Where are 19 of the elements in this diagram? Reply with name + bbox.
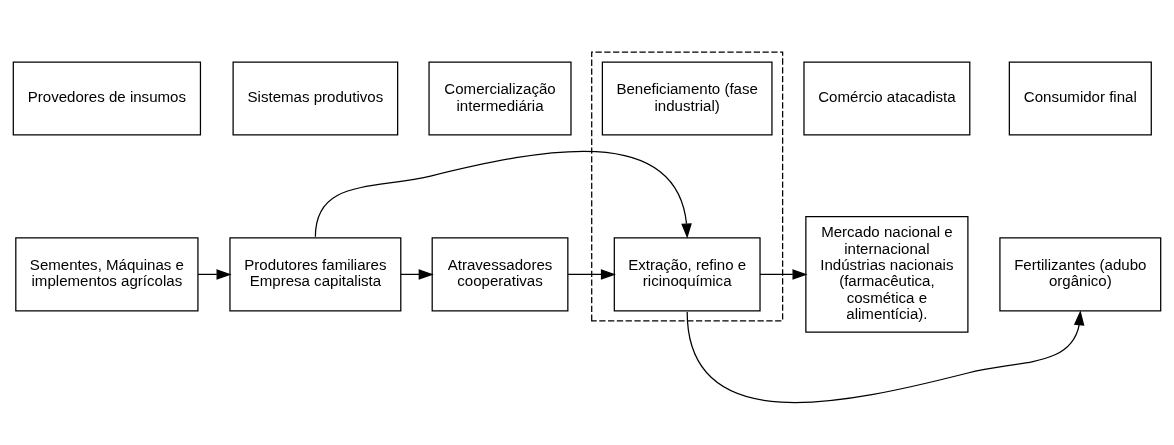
node-box: Produtores familiares Empresa capitalista [229,237,402,312]
node-box: Comércio atacadista [803,61,971,136]
arrow [197,269,232,280]
arrow [567,269,616,280]
arrow [314,150,692,239]
node-box: Atravessadores cooperativas [431,237,569,312]
node-box: Mercado nacional e internacional Indústrias nacionais (farmacêutica, cosmética e alimentícia). [805,216,969,333]
node-box: Provedores de insumos [12,61,202,136]
arrow [686,310,1085,403]
arrow [400,269,434,280]
node-box: Consumidor final [1008,61,1152,136]
node-box: Sistemas produtivos [232,61,399,136]
node-box: Beneficiamento (fase industrial) [601,61,773,136]
node-box: Sementes, Máquinas e implementos agrícolas [15,237,199,312]
node-box: Extração, refino e ricinoquímica [613,237,761,312]
node-box: Comercialização intermediária [428,61,572,136]
arrow [759,269,808,280]
node-box: Fertilizantes (adubo orgânico) [999,237,1162,312]
cluster [591,51,784,322]
